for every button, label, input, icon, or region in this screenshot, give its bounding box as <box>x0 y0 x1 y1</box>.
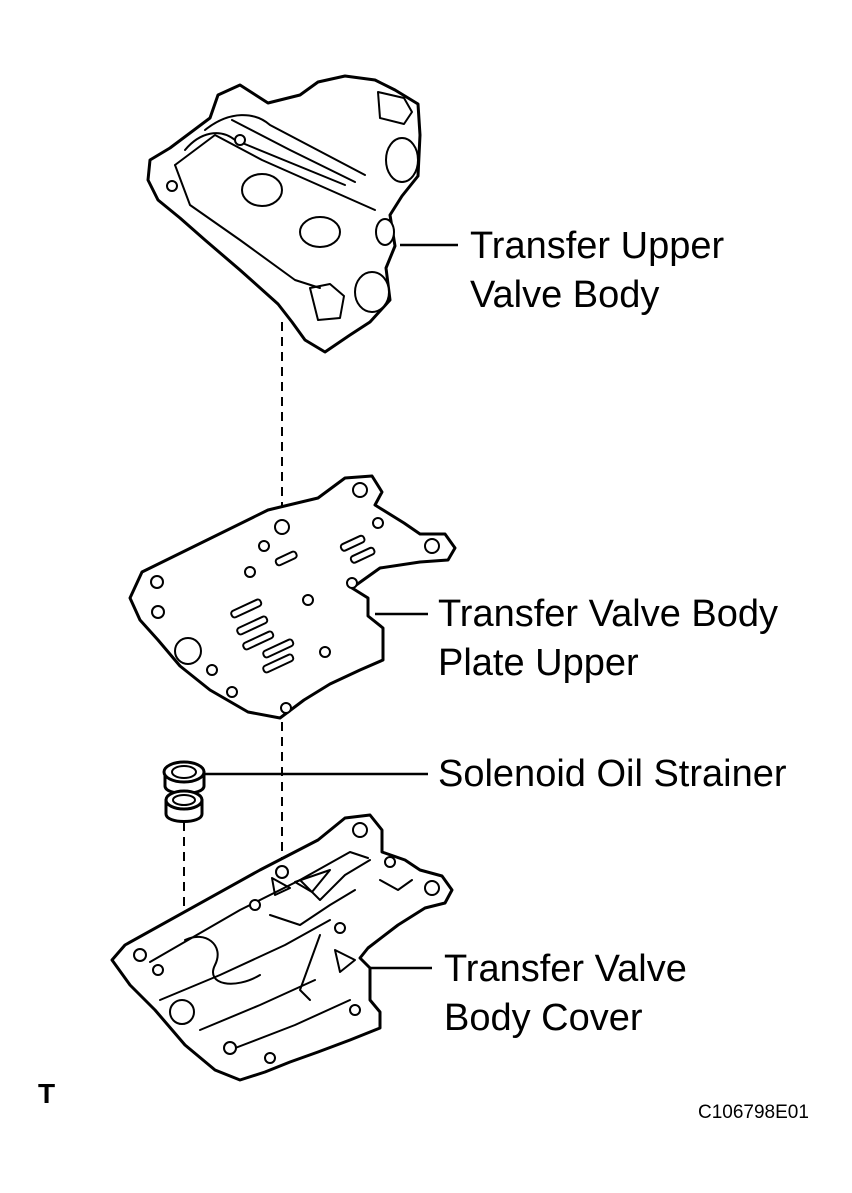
label-upper-valve-body-line1: Transfer Upper <box>470 225 725 267</box>
label-upper-valve-body: Transfer Upper Valve Body <box>470 222 724 320</box>
label-upper-valve-body-line2: Valve Body <box>470 274 660 316</box>
label-strainer-line1: Solenoid Oil Strainer <box>438 753 787 795</box>
solenoid-oil-strainer <box>162 760 428 823</box>
transfer-valve-body-plate-upper <box>128 474 457 720</box>
label-cover: Transfer Valve Body Cover <box>444 945 687 1043</box>
label-plate-upper-line2: Plate Upper <box>438 642 639 684</box>
label-cover-line2: Body Cover <box>444 997 643 1039</box>
label-plate-upper: Transfer Valve Body Plate Upper <box>438 590 778 688</box>
figure-code: C106798E01 <box>698 1102 809 1123</box>
section-tag: T <box>38 1078 56 1109</box>
label-plate-upper-line1: Transfer Valve Body <box>438 593 779 635</box>
label-strainer: Solenoid Oil Strainer <box>438 750 787 799</box>
transfer-upper-valve-body <box>146 74 458 354</box>
transfer-valve-body-cover <box>110 813 454 1082</box>
label-cover-line1: Transfer Valve <box>444 948 687 990</box>
